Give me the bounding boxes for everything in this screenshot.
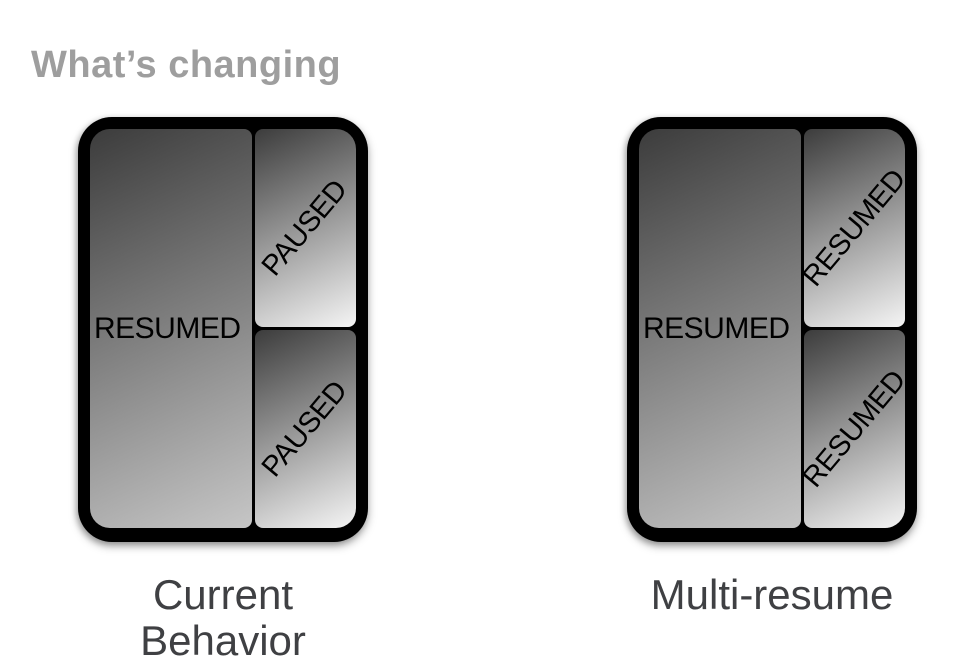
resumed-bottom-pane: RESUMED — [796, 330, 912, 528]
paused-top-pane-label: PAUSED — [256, 173, 355, 282]
paused-top-pane: PAUSED — [255, 129, 356, 327]
resumed-main-pane-label: RESUMED — [643, 311, 790, 345]
caption-multi-resume: Multi-resume — [650, 571, 894, 618]
device-mockup-current-behavior: RESUMED PAUSED PAUSED — [78, 117, 368, 542]
device-frame: RESUMED PAUSED PAUSED — [78, 117, 368, 542]
resumed-main-pane-label: RESUMED — [94, 311, 241, 345]
device-screen: RESUMED PAUSED PAUSED — [90, 129, 356, 528]
resumed-bottom-pane-label: RESUMED — [796, 364, 912, 494]
caption-current-behavior: Current Behavior — [140, 571, 306, 664]
device-frame: RESUMED RESUMED RESUMED — [627, 117, 917, 542]
resumed-top-pane-label: RESUMED — [796, 163, 912, 293]
side-pane-column: RESUMED RESUMED — [796, 129, 912, 528]
side-pane-column: PAUSED PAUSED — [255, 129, 356, 528]
paused-bottom-pane-label: PAUSED — [256, 374, 355, 483]
slide-title: What’s changing — [31, 44, 342, 87]
resumed-main-pane: RESUMED — [639, 129, 801, 528]
resumed-top-pane: RESUMED — [796, 129, 912, 327]
resumed-main-pane: RESUMED — [90, 129, 252, 528]
device-mockup-multi-resume: RESUMED RESUMED RESUMED — [627, 117, 917, 542]
paused-bottom-pane: PAUSED — [255, 330, 356, 528]
device-screen: RESUMED RESUMED RESUMED — [639, 129, 912, 528]
